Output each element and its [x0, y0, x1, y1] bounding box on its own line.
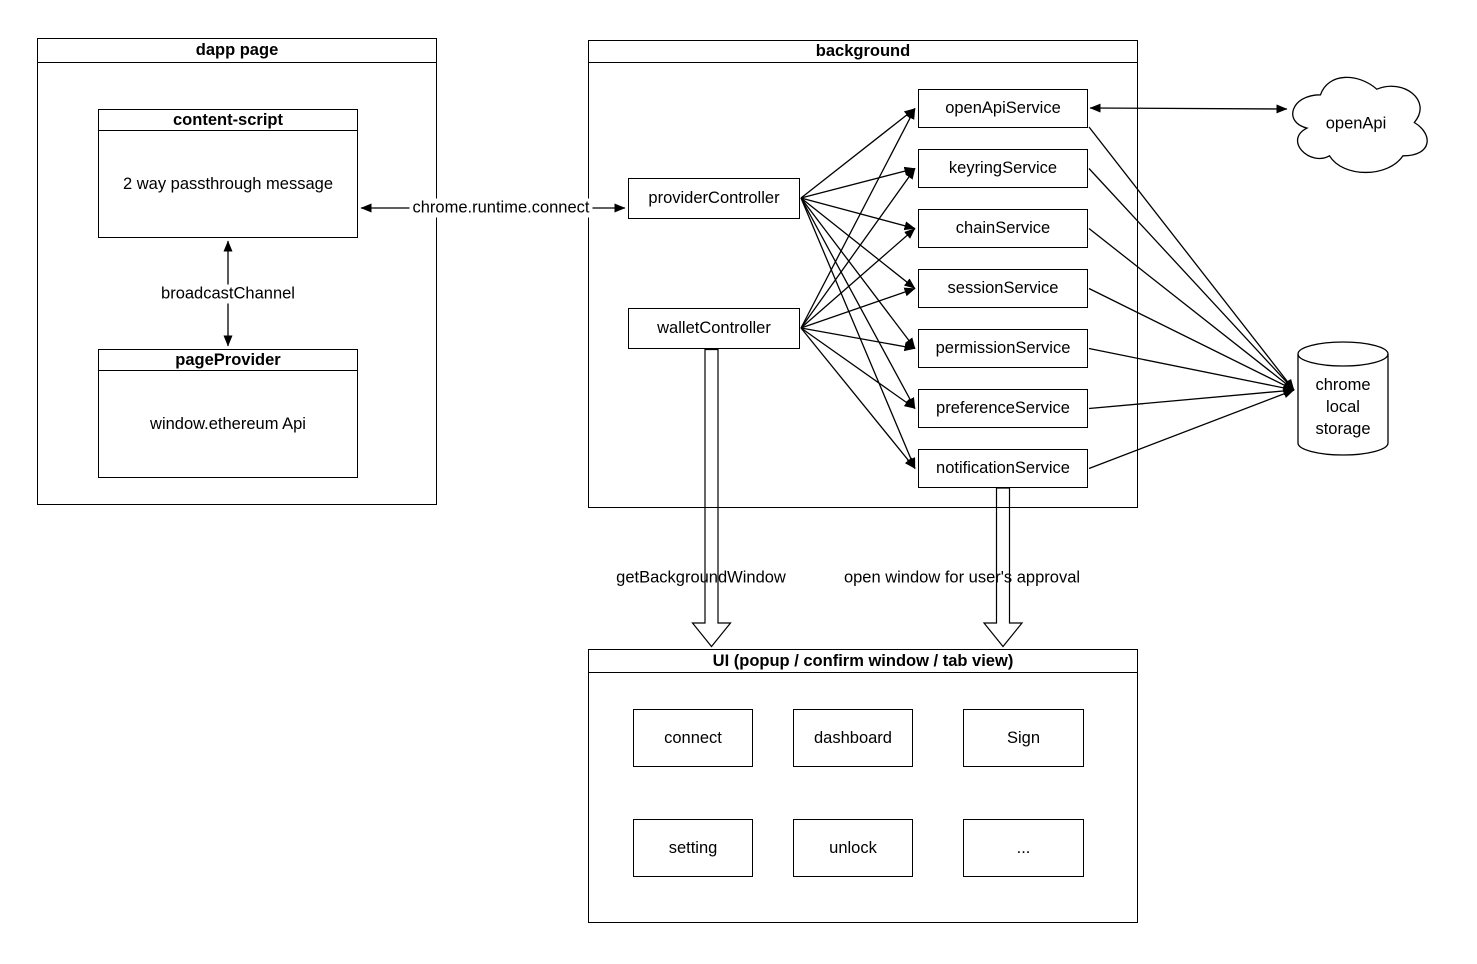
content-script-box: content-script 2 way passthrough message — [98, 109, 358, 238]
broadcast-channel-label: broadcastChannel — [158, 284, 298, 304]
service-box-sessionservice: sessionService — [918, 269, 1088, 308]
service-box-permissionservice: permissionService — [918, 329, 1088, 368]
storage-cylinder-lip — [1297, 353, 1389, 367]
content-script-title: content-script — [99, 110, 357, 131]
dapp-page-container: dapp page — [37, 38, 437, 505]
ui-box-label: dashboard — [814, 728, 892, 747]
service-label: chainService — [955, 219, 1051, 237]
service-box-notificationservice: notificationService — [918, 449, 1088, 488]
service-box-openapiservice: openApiService — [918, 89, 1088, 128]
content-script-body: 2 way passthrough message — [122, 174, 334, 193]
ui-box-label: ... — [1016, 838, 1031, 857]
ui-box-connect: connect — [633, 709, 753, 767]
ui-box-label: unlock — [829, 838, 877, 857]
service-label: notificationService — [936, 459, 1070, 477]
service-box-preferenceservice: preferenceService — [918, 389, 1088, 428]
service-label: permissionService — [935, 339, 1071, 357]
wallet-controller-label: walletController — [657, 319, 771, 337]
page-provider-body: window.ethereum Api — [150, 414, 306, 433]
open-window-approval-label: open window for user's approval — [843, 568, 1081, 587]
service-label: openApiService — [945, 99, 1061, 117]
ui-box-dashboard: dashboard — [793, 709, 913, 767]
background-title: background — [589, 41, 1137, 63]
service-label: preferenceService — [936, 399, 1070, 417]
dapp-page-title: dapp page — [38, 39, 436, 63]
ui-box-unlock: unlock — [793, 819, 913, 877]
openapi-cloud-label: openApi — [1325, 114, 1387, 133]
ui-box-sign: Sign — [963, 709, 1084, 767]
page-provider-box: pageProvider window.ethereum Api — [98, 349, 358, 478]
ui-box-label: Sign — [1006, 728, 1041, 747]
service-box-chainservice: chainService — [918, 209, 1088, 248]
wallet-controller-box: walletController — [628, 308, 800, 349]
ui-box-setting: setting — [633, 819, 753, 877]
provider-controller-box: providerController — [628, 178, 800, 219]
chrome-runtime-connect-label: chrome.runtime.connect — [409, 198, 593, 218]
get-background-window-label: getBackgroundWindow — [616, 568, 786, 587]
service-label: keyringService — [948, 159, 1058, 177]
ui-container: UI (popup / confirm window / tab view) — [588, 649, 1138, 923]
service-box-keyringservice: keyringService — [918, 149, 1088, 188]
storage-cylinder-label: chrome local storage — [1315, 376, 1371, 438]
background-container: background — [588, 40, 1138, 508]
ui-title: UI (popup / confirm window / tab view) — [589, 650, 1137, 673]
provider-controller-label: providerController — [648, 189, 780, 207]
ui-box-label: connect — [664, 728, 722, 747]
service-label: sessionService — [947, 279, 1059, 297]
page-provider-title: pageProvider — [99, 350, 357, 371]
hollow-arrow-open-window — [982, 487, 1024, 648]
ui-box-more: ... — [963, 819, 1084, 877]
ui-box-label: setting — [668, 838, 718, 857]
